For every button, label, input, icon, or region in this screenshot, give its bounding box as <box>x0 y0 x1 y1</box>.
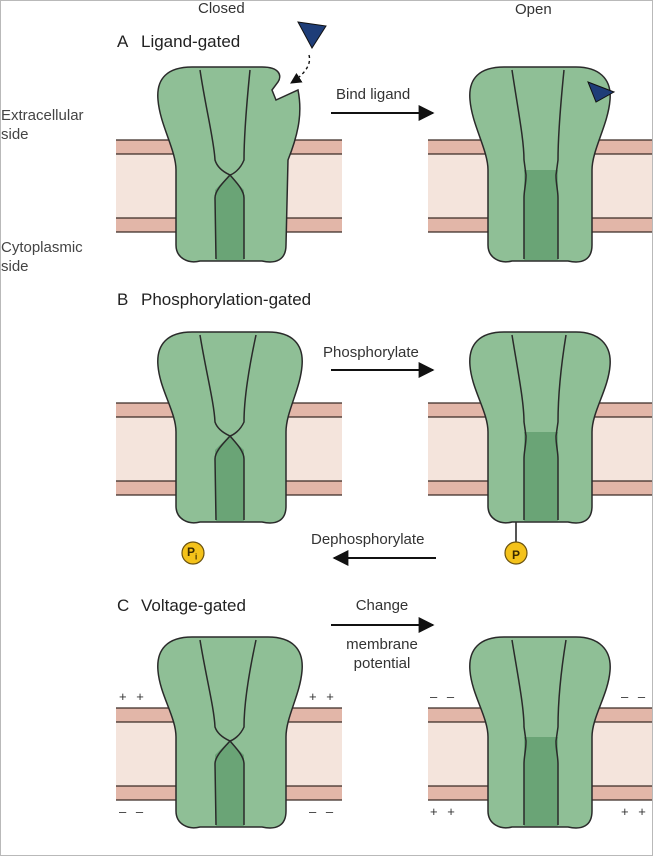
closed-top-right-charge: + + <box>309 689 337 704</box>
panel-a-title: Ligand-gated <box>141 32 241 51</box>
phosphorylate-label: Phosphorylate <box>323 344 419 361</box>
closed-top-left-charge: + + <box>119 689 147 704</box>
ligand-binding-arrow <box>290 54 311 84</box>
channel-a-open <box>469 66 616 263</box>
free-phosphate-icon <box>181 541 205 565</box>
open-top-right-charge: – – <box>621 689 649 704</box>
membrane-label: membrane <box>346 636 418 653</box>
open-bottom-left-charge: + + <box>430 804 458 819</box>
change-label: Change <box>355 597 409 614</box>
channel-b-closed <box>157 331 303 524</box>
bound-phosphate-icon <box>504 541 528 565</box>
column-header-open: Open <box>515 1 552 18</box>
closed-bottom-left-charge: – – <box>119 804 147 819</box>
panel-c-title: Voltage-gated <box>141 596 246 615</box>
open-bottom-right-charge: + + <box>621 804 649 819</box>
free-phosphate-label: Pi <box>187 545 198 562</box>
extracellular-side-label: Extracellular side <box>1 107 84 143</box>
closed-bottom-right-charge: – – <box>309 804 337 819</box>
channel-c-open <box>469 636 611 829</box>
bound-phosphate-label: P <box>512 548 521 562</box>
dephosphorylate-label: Dephosphorylate <box>311 531 425 548</box>
panel-c-letter: C <box>117 596 130 615</box>
channel-c-closed <box>157 636 303 829</box>
potential-label: potential <box>353 655 411 672</box>
column-header-closed: Closed <box>198 0 245 17</box>
channel-a-closed <box>157 66 301 263</box>
panel-b-title: Phosphorylation-gated <box>141 290 312 309</box>
cytoplasmic-side-label: Cytoplasmic side <box>1 239 83 275</box>
bind-ligand-label: Bind ligand <box>336 86 411 103</box>
ligand-triangle-icon <box>297 21 327 49</box>
panel-a-letter: A <box>117 32 129 51</box>
bound-ligand-icon <box>587 81 616 103</box>
panel-b-letter: B <box>117 290 129 309</box>
channel-b-open <box>469 331 611 542</box>
open-top-left-charge: – – <box>430 689 458 704</box>
